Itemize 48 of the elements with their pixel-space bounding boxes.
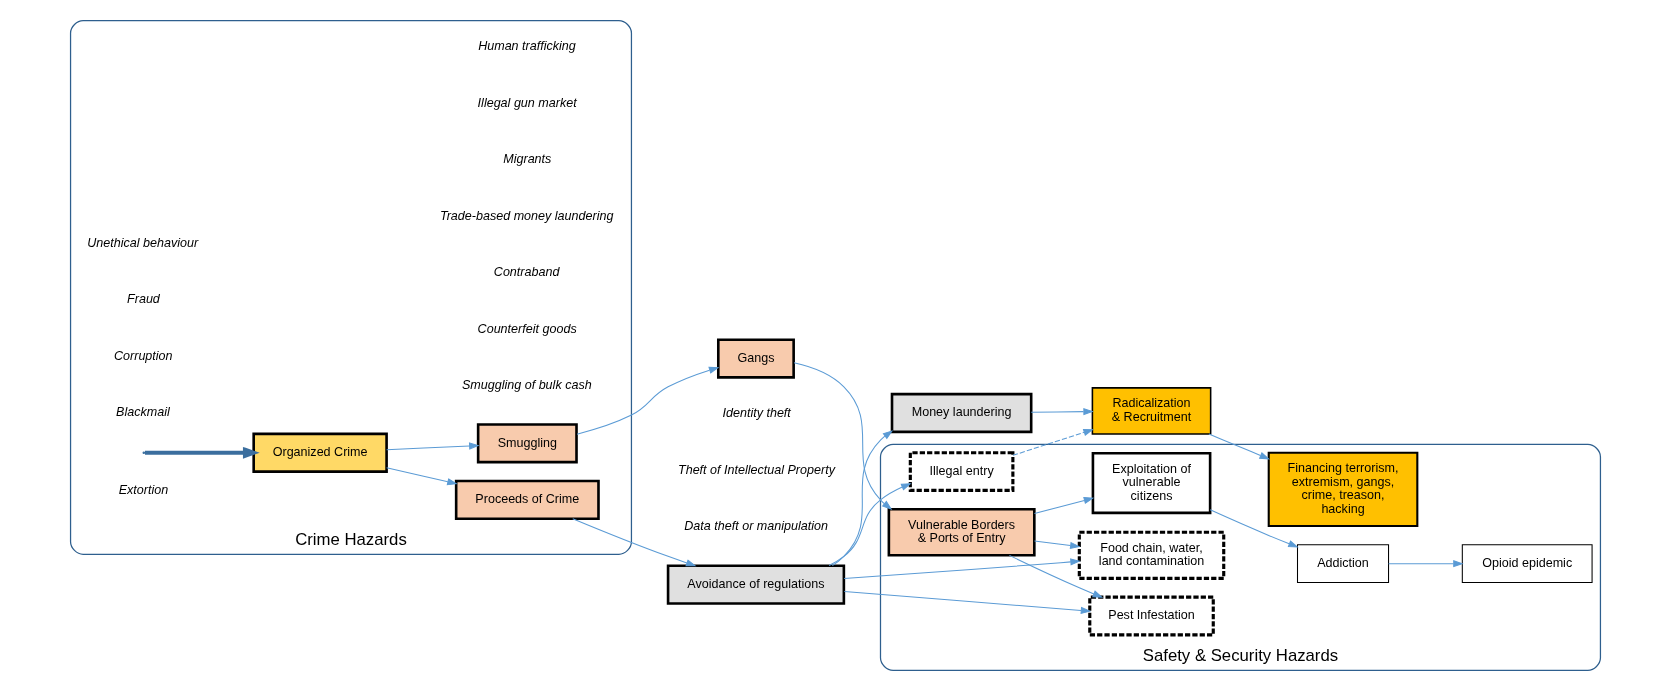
label: Human trafficking xyxy=(478,38,576,53)
node-box: Radicalization & Recruitment xyxy=(1091,387,1212,435)
node-box: Pest Infestation xyxy=(1088,595,1215,637)
node-box: Smuggling xyxy=(476,423,578,464)
label: Contraband xyxy=(493,265,560,280)
arrow xyxy=(1030,408,1094,416)
arrow xyxy=(1209,509,1299,548)
arrow xyxy=(1033,540,1081,550)
arrow xyxy=(572,518,697,567)
arrow xyxy=(145,446,260,459)
arrow xyxy=(828,483,912,567)
arrow xyxy=(576,366,720,435)
arrow xyxy=(843,558,1081,580)
arrow xyxy=(831,430,894,567)
label: Extortion xyxy=(118,482,169,497)
node-box: Opioid epidemic xyxy=(1461,544,1593,584)
node-box: Financing terrorism, extremism, gangs, crime, treason, hacking xyxy=(1267,451,1419,528)
node-box: Proceeds of Crime xyxy=(454,479,600,520)
label: Theft of Intellectual Property xyxy=(678,462,835,477)
label: Corruption xyxy=(113,348,173,363)
node-box: Money laundering xyxy=(890,392,1033,434)
label: Migrants xyxy=(503,152,552,166)
label: Data theft or manipulation xyxy=(684,519,828,534)
node-box: Addiction xyxy=(1296,544,1390,584)
label: Trade-based money laundering xyxy=(439,208,614,223)
label: Counterfeit goods xyxy=(477,321,577,336)
node-box: Organized Crime xyxy=(252,432,388,473)
node-box: Gangs xyxy=(717,338,795,379)
label: Identity theft xyxy=(722,406,791,421)
arrow xyxy=(1012,428,1094,456)
node-box: Illegal entry xyxy=(908,451,1015,492)
node-box: Avoidance of regulations xyxy=(666,564,846,605)
arrow xyxy=(386,467,458,486)
label: Fraud xyxy=(127,292,160,307)
label: Smuggling of bulk cash xyxy=(461,378,592,393)
arrow xyxy=(843,591,1092,615)
node-box: Vulnerable Borders & Ports of Entry xyxy=(887,507,1036,557)
arrow xyxy=(1033,496,1095,514)
label: Blackmail xyxy=(116,405,170,420)
arrow xyxy=(1008,554,1104,598)
label: Unethical behaviour xyxy=(87,235,199,250)
arrow xyxy=(1388,560,1464,568)
arrow xyxy=(1208,433,1270,460)
arrow xyxy=(386,442,480,451)
node-box: Food chain, water, land contamination xyxy=(1077,530,1226,580)
label: Illegal gun market xyxy=(477,95,577,110)
node-box: Exploitation of vulnerable citizens xyxy=(1091,451,1212,515)
arrow xyxy=(793,362,893,511)
